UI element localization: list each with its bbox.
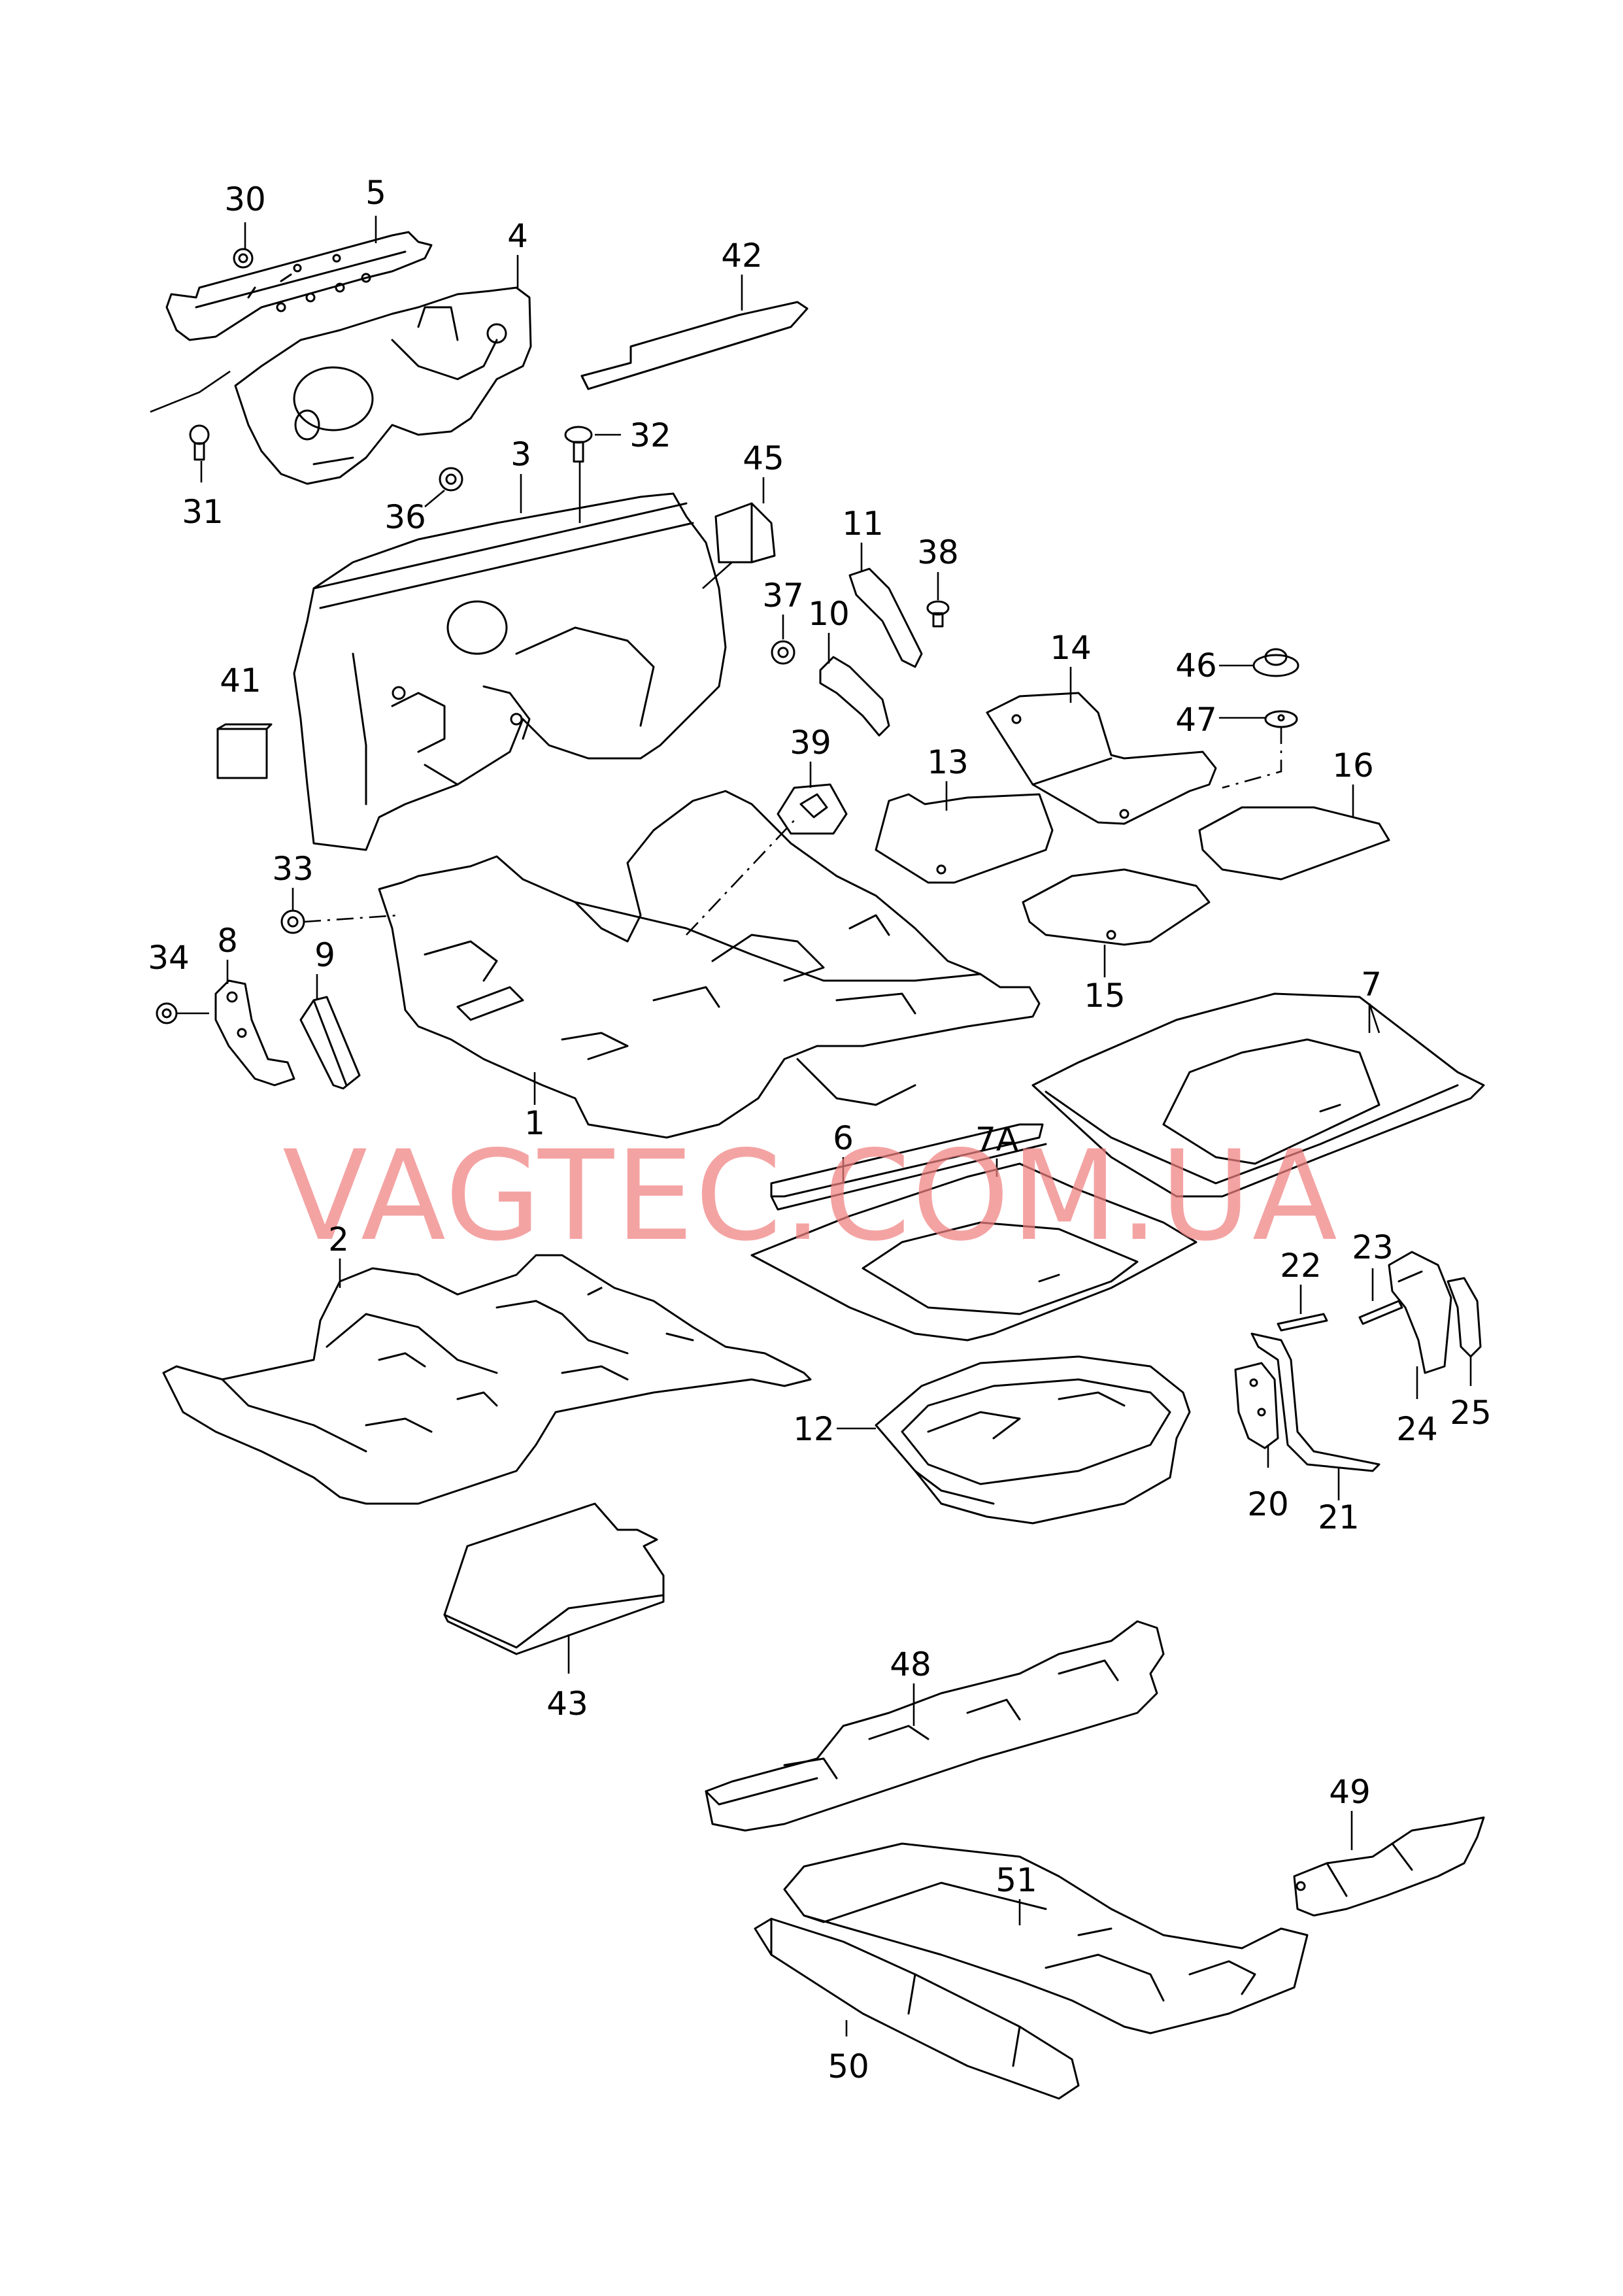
callout-34: 34: [148, 939, 190, 977]
part-22-strip: [1277, 1313, 1328, 1332]
fastener-30: [233, 248, 254, 269]
fastener-47: [1264, 710, 1298, 728]
fastener-46: [1252, 648, 1299, 677]
callout-15: 15: [1084, 977, 1126, 1015]
part-11-bracket: [848, 567, 923, 668]
callout-43: 43: [546, 1685, 588, 1723]
callout-42: 42: [721, 237, 763, 275]
part-42-insulation-strip: [580, 301, 809, 390]
part-51-foam-beam: [783, 1842, 1309, 2034]
callout-30: 30: [224, 180, 266, 218]
callout-8: 8: [217, 922, 238, 960]
callout-39: 39: [790, 724, 831, 762]
part-3-firewall: [293, 492, 727, 851]
part-4-dash-insulation: [234, 286, 532, 485]
callout-16: 16: [1332, 747, 1374, 785]
callout-22: 22: [1280, 1247, 1322, 1285]
part-13-mat: [875, 793, 1054, 884]
callout-9: 9: [314, 936, 335, 974]
callout-45: 45: [743, 439, 784, 477]
callout-41: 41: [220, 662, 261, 700]
part-49-foam-absorber: [1293, 1816, 1485, 1917]
fastener-34: [156, 1002, 178, 1024]
callout-37: 37: [762, 577, 804, 615]
part-14-mat: [986, 692, 1217, 825]
part-25-liner: [1447, 1277, 1482, 1358]
callout-46: 46: [1175, 647, 1217, 684]
callout-33: 33: [272, 850, 314, 888]
part-41-pad: [216, 723, 273, 779]
part-15-mat: [1022, 868, 1211, 946]
part-48-foam-absorber: [705, 1620, 1165, 1832]
watermark-text: VAGTEC.COM.UA: [282, 1124, 1339, 1268]
part-10-bracket: [819, 656, 890, 737]
part-6-sill-strip: [770, 1123, 1047, 1211]
callout-23: 23: [1352, 1228, 1394, 1266]
callout-24: 24: [1396, 1410, 1438, 1448]
callout-50: 50: [828, 2048, 869, 2085]
callout-14: 14: [1050, 629, 1092, 667]
callout-10: 10: [808, 595, 850, 633]
callout-5: 5: [365, 174, 386, 212]
leader-lines: [150, 216, 1472, 2036]
callout-1: 1: [524, 1104, 545, 1142]
part-5-bulkhead-upper: [165, 231, 433, 341]
part-50-foam-strip: [754, 1917, 1080, 2100]
part-1-floor-carpet: [378, 790, 1041, 1139]
callout-12: 12: [793, 1410, 835, 1448]
callout-13: 13: [927, 743, 969, 781]
callout-4: 4: [507, 217, 528, 255]
callout-49: 49: [1329, 1773, 1371, 1811]
part-23-strip: [1358, 1300, 1403, 1325]
callout-20: 20: [1247, 1485, 1289, 1523]
part-7a-trunk-mat: [750, 1162, 1197, 1342]
part-21-bracket: [1250, 1332, 1380, 1472]
part-16-mat: [1198, 806, 1390, 881]
part-20-liner: [1234, 1362, 1279, 1449]
callout-36: 36: [384, 498, 426, 536]
callout-7a: 7A: [975, 1121, 1018, 1158]
callout-47: 47: [1175, 701, 1217, 739]
callout-7: 7: [1361, 966, 1382, 1004]
callout-11: 11: [842, 505, 884, 543]
part-39-clip: [777, 783, 848, 835]
fastener-32: [564, 426, 593, 463]
fastener-38: [926, 600, 950, 628]
callout-6: 6: [833, 1119, 854, 1157]
fastener-33: [280, 909, 305, 934]
callout-32: 32: [629, 416, 671, 454]
fastener-36: [439, 467, 463, 492]
callout-51: 51: [996, 1861, 1037, 1899]
part-9-block: [299, 996, 361, 1090]
part-12-trunk-tray: [875, 1355, 1191, 1525]
callout-2: 2: [328, 1221, 349, 1258]
fastener-37: [771, 640, 795, 665]
callout-labels: 30 5 4 42 31 36 32 3 45 11 38 37 10 14 4…: [148, 174, 1492, 2085]
part-2-rear-floor-carpet: [162, 1254, 812, 1505]
callout-38: 38: [917, 533, 959, 571]
fastener-31: [189, 424, 210, 461]
part-7-trunk-mat: [1031, 992, 1485, 1198]
callout-3: 3: [510, 435, 531, 473]
part-45-foam-block: [714, 502, 776, 564]
callout-25: 25: [1450, 1394, 1492, 1432]
callout-21: 21: [1318, 1498, 1360, 1536]
part-24-liner: [1388, 1251, 1452, 1374]
callout-48: 48: [890, 1646, 931, 1683]
part-8-bracket: [214, 979, 295, 1087]
part-43-panel: [443, 1502, 665, 1655]
callout-31: 31: [182, 493, 224, 531]
